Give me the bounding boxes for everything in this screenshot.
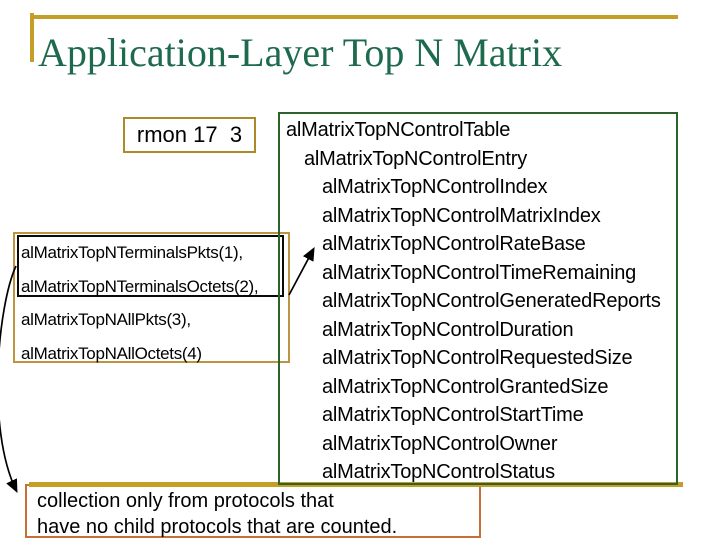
control-table-item: alMatrixTopNControlMatrixIndex xyxy=(322,204,601,227)
rmon-oid-box: rmon 17 3 xyxy=(123,117,256,153)
terminals-list-item: alMatrixTopNTerminalsPkts(1), xyxy=(21,243,243,262)
terminals-list-item: alMatrixTopNAllOctets(4) xyxy=(21,343,202,363)
control-table-item: alMatrixTopNControlDuration xyxy=(322,318,574,341)
control-table-item: alMatrixTopNControlGeneratedReports xyxy=(322,290,661,312)
control-table-item: alMatrixTopNControlRequestedSize xyxy=(322,347,633,369)
top-accent-line xyxy=(30,15,678,19)
note-line: have no child protocols that are counted… xyxy=(37,516,398,538)
control-table-item: alMatrixTopNControlStatus xyxy=(322,461,555,483)
control-table-item: alMatrixTopNControlTimeRemaining xyxy=(322,261,637,284)
control-table-item: alMatrixTopNControlStartTime xyxy=(322,404,584,426)
control-table-item: alMatrixTopNControlGrantedSize xyxy=(322,375,609,398)
terminals-list-item: alMatrixTopNTerminalsOctets(2), xyxy=(21,276,259,296)
note-box: collection only from protocols that have … xyxy=(25,484,481,538)
control-table-item: alMatrixTopNControlTable xyxy=(286,119,511,141)
control-table-box: alMatrixTopNControlTable alMatrixTopNCont… xyxy=(278,112,678,485)
slide-title: Application-Layer Top N Matrix xyxy=(38,30,563,75)
left-accent-line xyxy=(30,13,34,62)
control-table-item: alMatrixTopNControlEntry xyxy=(304,147,528,170)
control-table-item: alMatrixTopNControlIndex xyxy=(322,176,548,198)
terminals-list-item: alMatrixTopNAllPkts(3), xyxy=(21,310,191,329)
rmon-oid-label: rmon 17 3 xyxy=(136,122,243,147)
control-table-item: alMatrixTopNControlOwner xyxy=(322,432,558,455)
terminals-rate-base-box xyxy=(17,235,284,297)
control-table-item: alMatrixTopNControlRateBase xyxy=(322,233,586,255)
note-line: collection only from protocols that xyxy=(37,490,334,512)
terminals-list: alMatrixTopNTerminalsPkts(1), alMatrixTop… xyxy=(21,236,291,370)
